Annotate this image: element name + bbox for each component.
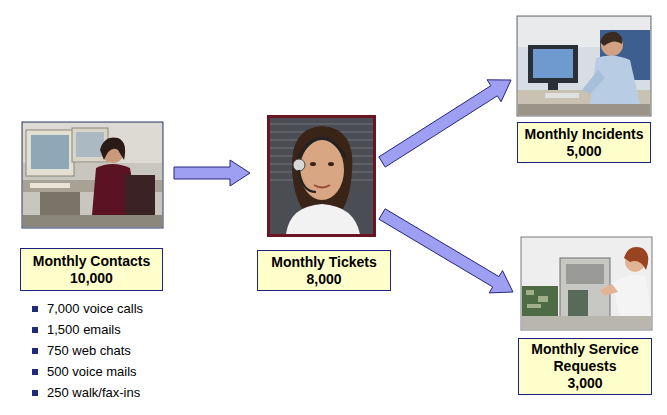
box-heading: Monthly Service Requests bbox=[525, 341, 645, 375]
bullet-item: 500 voice mails bbox=[47, 364, 137, 380]
bullet-item: 1,500 emails bbox=[47, 322, 121, 338]
box-value: 5,000 bbox=[566, 143, 601, 160]
bullet-item: 250 walk/fax-ins bbox=[47, 385, 140, 401]
photo-contacts bbox=[22, 122, 163, 228]
label-box: Monthly Tickets8,000 bbox=[257, 250, 391, 291]
photo-service-requests bbox=[521, 237, 652, 330]
photo-tickets bbox=[267, 115, 376, 237]
bullet-square bbox=[32, 306, 38, 312]
box-heading: Monthly Contacts bbox=[33, 253, 150, 270]
box-heading: Monthly Tickets bbox=[271, 254, 377, 271]
bullet-square bbox=[32, 327, 38, 333]
box-value: 10,000 bbox=[70, 270, 113, 287]
box-value: 8,000 bbox=[306, 271, 341, 288]
bullet-item: 7,000 voice calls bbox=[47, 301, 143, 317]
bullet-square bbox=[32, 390, 38, 396]
bullet-item: 750 web chats bbox=[47, 343, 131, 359]
bullet-square bbox=[32, 348, 38, 354]
block-arrow bbox=[174, 160, 250, 186]
box-heading: Monthly Incidents bbox=[525, 126, 644, 143]
block-arrow bbox=[379, 80, 511, 167]
block-arrow bbox=[379, 209, 513, 293]
label-box: Monthly Incidents5,000 bbox=[517, 122, 651, 163]
box-value: 3,000 bbox=[567, 375, 602, 392]
bullet-square bbox=[32, 369, 38, 375]
label-box: Monthly Service Requests3,000 bbox=[518, 338, 652, 395]
photo-incidents bbox=[517, 16, 651, 116]
label-box: Monthly Contacts10,000 bbox=[20, 248, 163, 291]
